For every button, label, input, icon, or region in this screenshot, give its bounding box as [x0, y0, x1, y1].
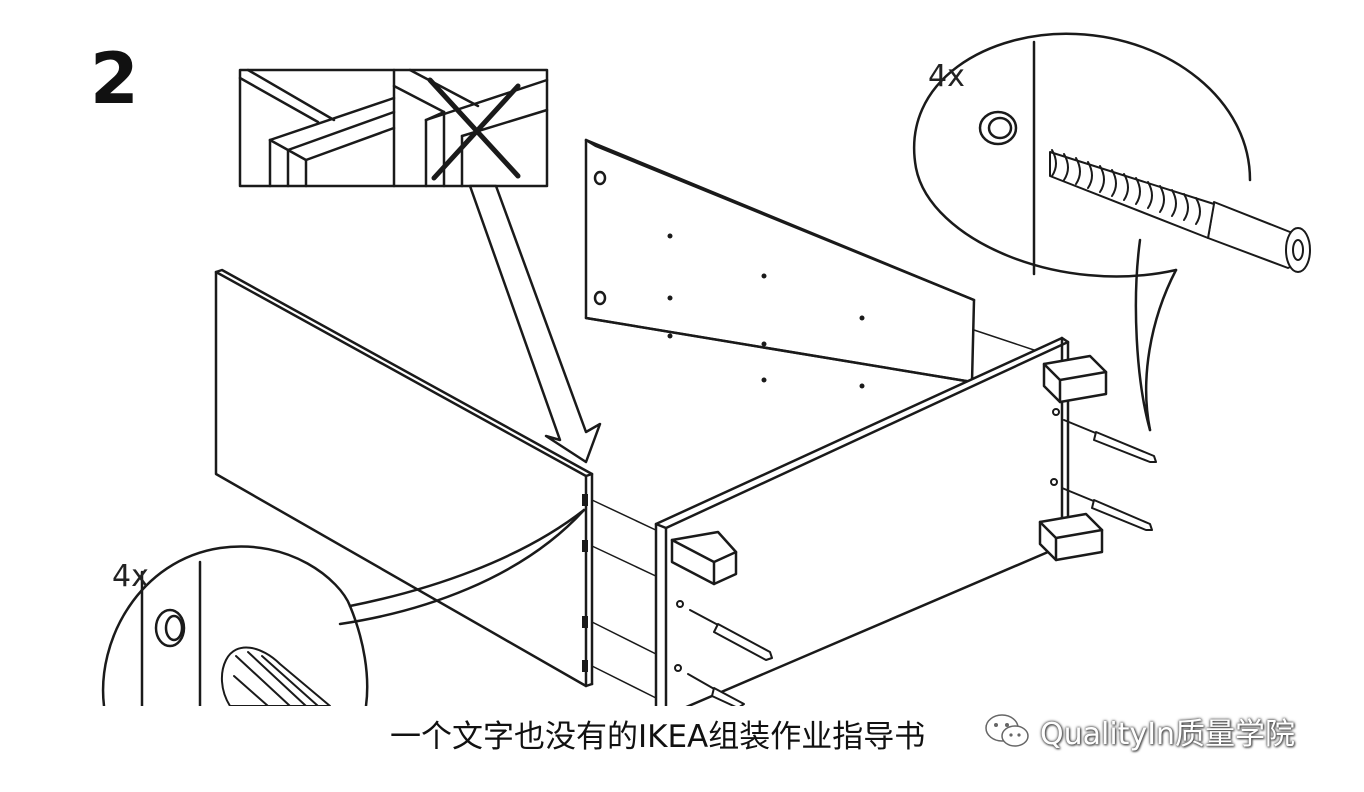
- quantity-label-bottom-left: 4x: [112, 559, 149, 594]
- orientation-detail-box: [238, 68, 549, 188]
- wooden-block-top-right: [1042, 354, 1108, 404]
- wooden-block-front-left: [670, 530, 738, 586]
- left-side-panel: [214, 268, 594, 688]
- wechat-icon: [985, 714, 1029, 747]
- cam-screw-illustration: [1049, 149, 1311, 273]
- front-panel: [654, 336, 1070, 722]
- quantity-label-top-right: 4x: [928, 59, 965, 94]
- magnified-callout-bottom-left: [101, 508, 586, 708]
- back-panel: [584, 138, 976, 389]
- watermark-text: QualityIn质量学院: [1040, 717, 1296, 752]
- wooden-dowel-illustration: [220, 646, 331, 707]
- wrong-cross-mark: [427, 77, 521, 181]
- detail-pointer-arrow: [468, 184, 602, 464]
- caption-band: [0, 706, 1364, 792]
- wooden-block-bottom-right: [1038, 512, 1104, 562]
- watermark: QualityIn质量学院: [982, 706, 1295, 756]
- front-panel-screws: [674, 408, 1157, 709]
- caption-text: 一个文字也没有的IKEA组装作业指导书: [390, 719, 926, 755]
- step-number: 2: [90, 38, 139, 120]
- magnified-callout-top-right: [913, 32, 1311, 432]
